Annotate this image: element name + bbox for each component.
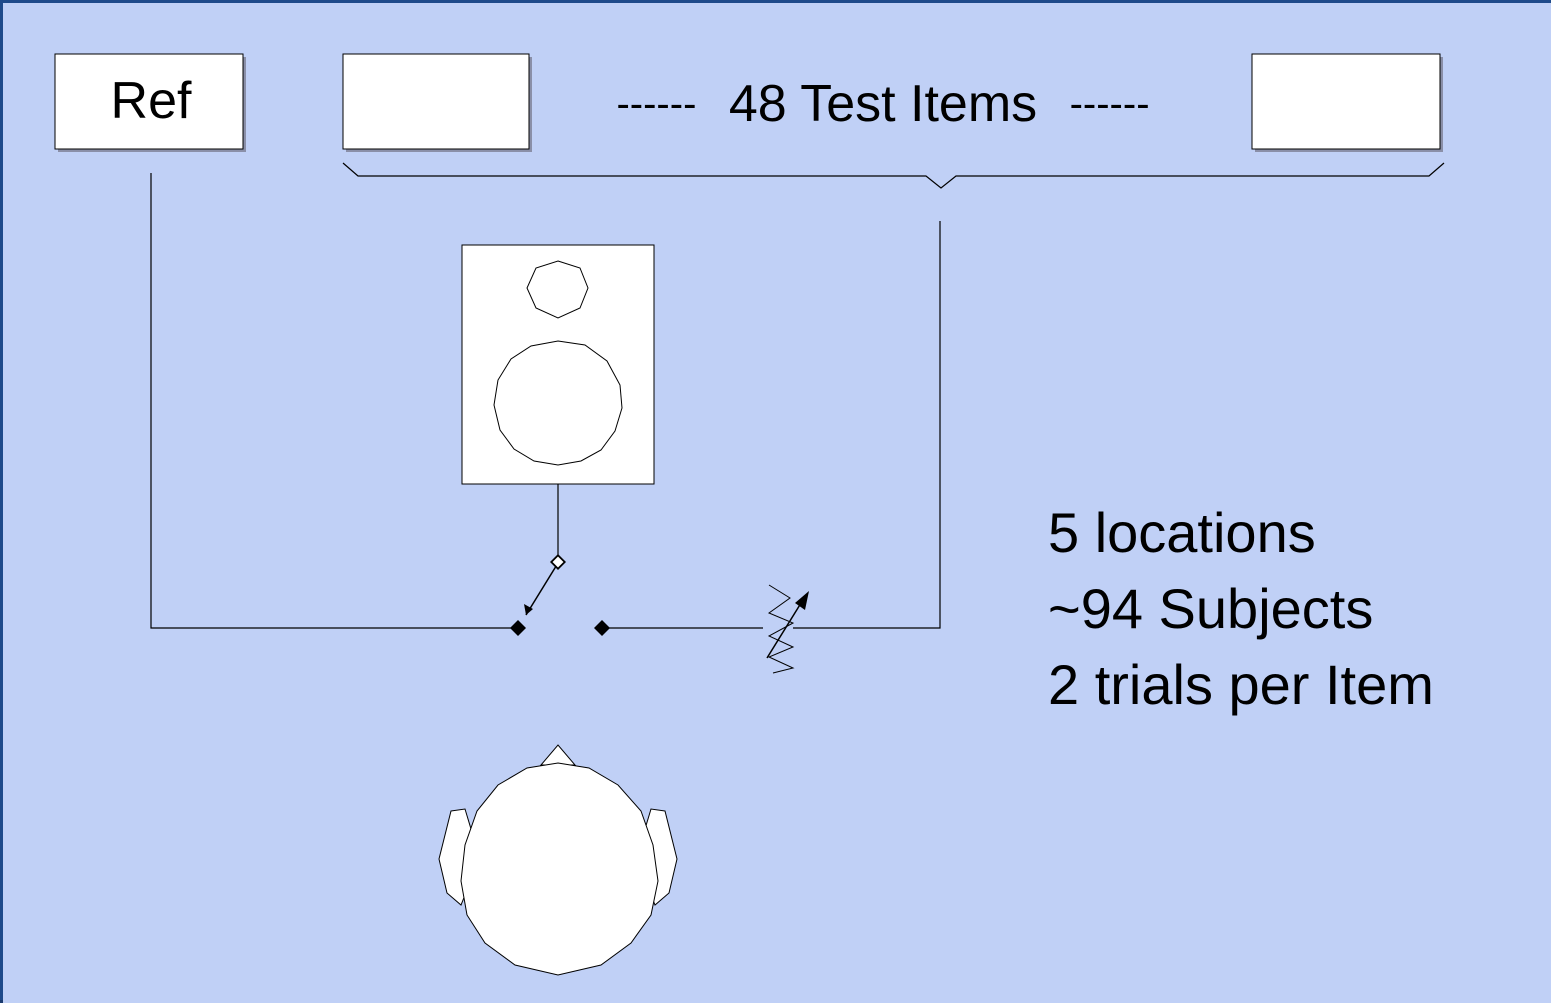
slide-background bbox=[3, 3, 1551, 1003]
listener-head-icon bbox=[438, 744, 678, 976]
diagram: Ref ------ 48 Test Items ------ bbox=[3, 3, 1551, 1003]
test-items-label: ------ 48 Test Items ------ bbox=[616, 71, 1149, 133]
subjects-text: ~94 Subjects bbox=[1048, 577, 1374, 640]
test-items-brace bbox=[342, 162, 1445, 189]
test-wire-right bbox=[793, 221, 941, 629]
variable-resistor-icon bbox=[766, 584, 809, 674]
ref-wire bbox=[150, 173, 516, 629]
study-info: 5 locations ~94 Subjects 2 trials per It… bbox=[1048, 495, 1434, 723]
ref-box: Ref bbox=[54, 53, 246, 152]
switch-icon bbox=[510, 554, 610, 636]
loudspeaker-icon bbox=[461, 244, 655, 485]
ref-label: Ref bbox=[111, 72, 192, 130]
wiring bbox=[150, 173, 941, 629]
trials-text: 2 trials per Item bbox=[1048, 653, 1434, 716]
test-item-box-last bbox=[1251, 53, 1443, 152]
locations-text: 5 locations bbox=[1048, 501, 1316, 564]
test-item-box-first bbox=[342, 53, 532, 152]
